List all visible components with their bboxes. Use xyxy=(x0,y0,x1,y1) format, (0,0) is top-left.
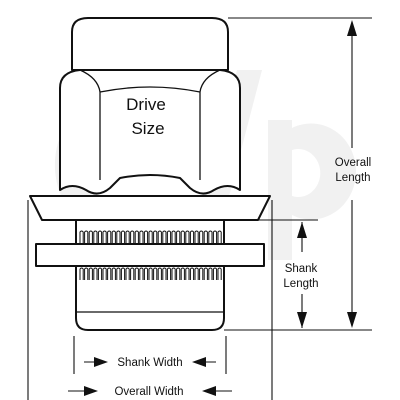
knurl-tooth xyxy=(143,230,149,243)
knurl-tooth xyxy=(162,230,167,243)
knurl-tooth xyxy=(97,230,103,243)
knurl-tooth xyxy=(79,230,84,243)
knurl-tooth xyxy=(217,267,222,280)
overall-length-label-line1: Overall xyxy=(335,157,371,169)
knurl-tooth xyxy=(93,230,98,243)
knurl-tooth xyxy=(148,267,153,280)
knurl-tooth xyxy=(134,230,139,243)
shank-length-label-line1: Shank xyxy=(285,263,318,275)
knurl-tooth xyxy=(116,267,121,280)
knurl-tooth xyxy=(180,267,185,280)
knurl-tooth xyxy=(107,267,112,280)
knurl-tooth xyxy=(176,267,181,280)
knurl-tooth xyxy=(176,230,181,243)
knurl-tooth xyxy=(88,267,93,280)
nut-cap xyxy=(71,17,229,71)
knurl-tooth xyxy=(88,230,93,243)
knurl-tooth xyxy=(125,267,130,280)
drive-size-label-line1: Drive xyxy=(126,95,166,114)
knurl-tooth xyxy=(111,230,116,243)
hex-body xyxy=(59,69,241,195)
knurl-tooth xyxy=(212,267,218,280)
shank-length-label-line2: Length xyxy=(283,278,318,290)
knurl-tooth xyxy=(171,230,176,243)
knurl-tooth xyxy=(93,267,98,280)
knurl-tooth xyxy=(217,230,222,243)
overall-length-label-line2: Length xyxy=(335,172,370,184)
shank-width-dimension xyxy=(73,336,227,374)
knurl-tooth xyxy=(171,267,176,280)
knurl-tooth xyxy=(125,230,130,243)
knurl-tooth xyxy=(84,230,89,243)
overall-width-label: Overall Width xyxy=(114,386,183,398)
knurl-tooth xyxy=(194,267,199,280)
knurl-tooth xyxy=(139,230,144,243)
knurl-tooth xyxy=(194,230,199,243)
knurl-tooth xyxy=(189,267,195,280)
seat-flange xyxy=(29,195,271,221)
knurl-top xyxy=(79,230,222,243)
shank-width-label: Shank Width xyxy=(117,357,182,369)
knurl-tooth xyxy=(157,267,162,280)
drive-size-label-line2: Size xyxy=(131,119,164,138)
knurl-tooth xyxy=(180,230,185,243)
knurl-tooth xyxy=(203,230,208,243)
hex-top-edge xyxy=(99,86,201,93)
knurl-tooth xyxy=(120,267,126,280)
knurl-tooth xyxy=(166,230,172,243)
knurl-tooth xyxy=(97,267,103,280)
knurl-tooth xyxy=(84,267,89,280)
knurl-tooth xyxy=(120,230,126,243)
knurl-tooth xyxy=(203,267,208,280)
knurl-tooth xyxy=(153,267,158,280)
knurl-tooth xyxy=(185,267,190,280)
knurl-tooth xyxy=(199,267,204,280)
knurl-tooth xyxy=(139,267,144,280)
knurl-tooth xyxy=(162,267,167,280)
knurl-tooth xyxy=(157,230,162,243)
knurl-tooth xyxy=(102,230,107,243)
knurl-tooth xyxy=(143,267,149,280)
overall-width-dimension xyxy=(27,200,273,400)
knurl-tooth xyxy=(208,230,213,243)
knurl-tooth xyxy=(79,267,84,280)
washer xyxy=(35,243,265,267)
overall-length-dimension xyxy=(224,17,372,331)
knurl-tooth xyxy=(148,230,153,243)
knurl-tooth xyxy=(166,267,172,280)
knurl-tooth xyxy=(185,230,190,243)
knurl-tooth xyxy=(199,230,204,243)
knurl-tooth xyxy=(189,230,195,243)
knurl-tooth xyxy=(107,230,112,243)
knurl-tooth xyxy=(212,230,218,243)
knurl-tooth xyxy=(134,267,139,280)
knurl-tooth xyxy=(111,267,116,280)
shank-length-dimension xyxy=(258,219,318,328)
knurl-bottom xyxy=(79,267,222,280)
knurl-tooth xyxy=(130,267,135,280)
knurl-tooth xyxy=(153,230,158,243)
knurl-tooth xyxy=(102,267,107,280)
knurl-tooth xyxy=(130,230,135,243)
knurl-tooth xyxy=(116,230,121,243)
knurl-tooth xyxy=(208,267,213,280)
